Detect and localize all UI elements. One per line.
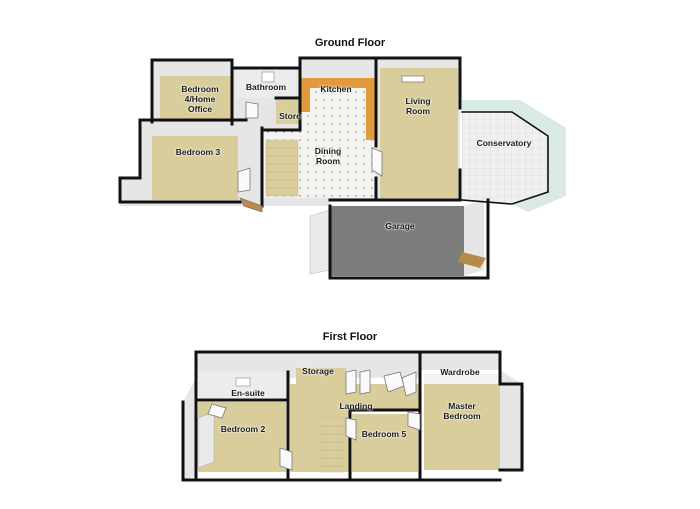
bedroom2-floor: [198, 402, 286, 472]
ground-floor-plan: [118, 56, 566, 280]
garage-floor: [330, 206, 464, 276]
master-bedroom-floor: [424, 374, 500, 470]
room-label-conservatory: Conservatory: [476, 138, 532, 148]
ground-floor-title: Ground Floor: [314, 37, 386, 49]
room-label-store: Store: [279, 111, 301, 121]
kitchen-worktop: [300, 78, 376, 140]
room-label-storage: Storage: [302, 366, 334, 376]
bathroom-floor: [235, 70, 296, 98]
first-floor-plan: [181, 350, 524, 482]
room-label-bathroom: Bathroom: [245, 82, 287, 92]
room-label-bedroom4: Bedroom 4/Home Office: [181, 84, 219, 114]
room-label-kitchen: Kitchen: [320, 84, 352, 94]
first-floor-title: First Floor: [322, 331, 378, 343]
first-wall-face: [196, 352, 500, 378]
store-floor: [276, 100, 300, 124]
room-label-ensuite: En-suite: [231, 388, 265, 398]
bedroom3-floor: [152, 136, 238, 200]
living-room-floor: [380, 68, 458, 198]
stairs-first: [319, 417, 345, 473]
stairs-ground: [265, 139, 299, 197]
room-label-bedroom3: Bedroom 3: [175, 147, 221, 157]
storage-floor: [296, 368, 346, 384]
room-label-landing: Landing: [339, 401, 373, 411]
room-label-bedroom2: Bedroom 2: [220, 424, 266, 434]
bedroom4-floor: [160, 76, 232, 122]
conservatory-floor: [462, 112, 548, 204]
room-label-garage: Garage: [385, 221, 415, 231]
room-label-master: Master Bedroom: [443, 401, 481, 421]
bedroom5-floor: [352, 414, 418, 472]
garage-door: [309, 209, 331, 275]
room-label-living: Living Room: [405, 96, 431, 116]
room-label-wardrobe: Wardrobe: [440, 367, 480, 377]
room-label-bedroom5: Bedroom 5: [361, 429, 407, 439]
room-label-dining: Dining Room: [314, 146, 342, 166]
